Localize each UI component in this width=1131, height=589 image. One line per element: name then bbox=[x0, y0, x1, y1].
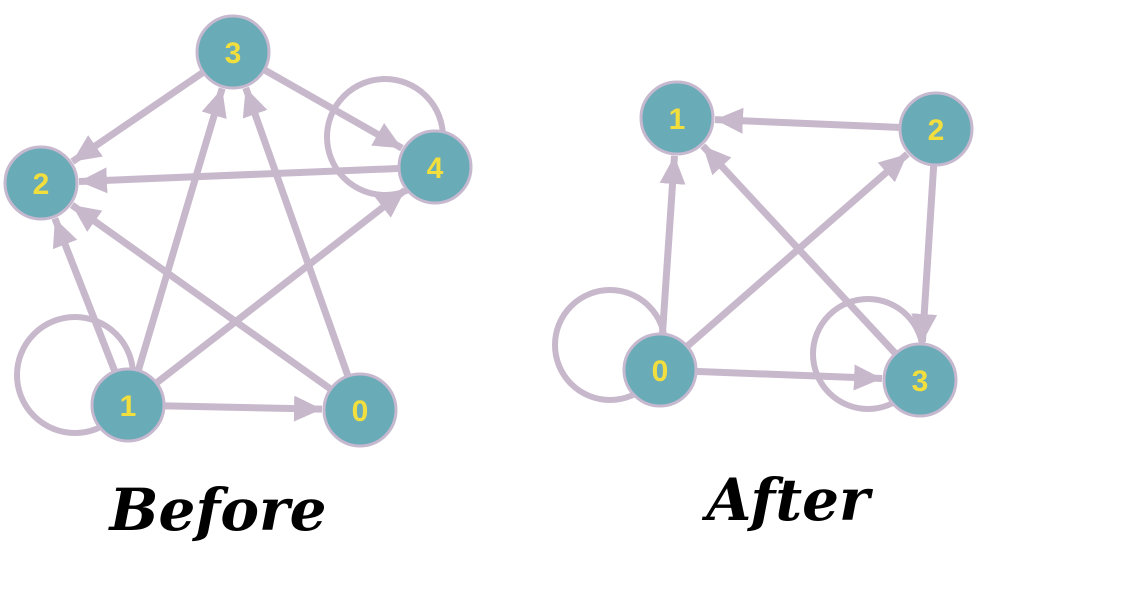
node-label: 1 bbox=[120, 390, 137, 423]
edge-before-0-to-2 bbox=[69, 202, 336, 395]
node-circle bbox=[622, 332, 698, 408]
node-label: 2 bbox=[928, 114, 945, 147]
edge-after-2-to-1 bbox=[714, 107, 905, 134]
node-before-4: 4 bbox=[397, 129, 473, 205]
node-circle bbox=[195, 14, 271, 90]
node-label: 3 bbox=[912, 365, 929, 398]
after-caption: After bbox=[701, 466, 874, 534]
edge-before-1-to-3 bbox=[133, 87, 227, 376]
edge-before-1-to-4 bbox=[151, 187, 408, 389]
edge-after-0-to-1 bbox=[658, 155, 686, 339]
node-label: 4 bbox=[427, 152, 444, 185]
node-after-0: 0 bbox=[622, 332, 698, 408]
node-before-3: 3 bbox=[195, 14, 271, 90]
node-circle bbox=[90, 367, 166, 443]
node-label: 1 bbox=[669, 103, 686, 136]
edge-before-4-to-2 bbox=[78, 164, 404, 194]
node-after-1: 1 bbox=[639, 80, 715, 156]
node-after-3: 3 bbox=[882, 342, 958, 418]
node-circle bbox=[3, 145, 79, 221]
edge-after-0-to-2 bbox=[681, 151, 910, 352]
edge-before-1-to-0 bbox=[159, 395, 323, 422]
node-before-2: 2 bbox=[3, 145, 79, 221]
before-graph: 3 2 4 1 0 Before bbox=[3, 14, 473, 544]
after-nodes: 1 2 0 3 bbox=[622, 80, 974, 418]
node-label: 0 bbox=[652, 355, 669, 388]
node-label: 2 bbox=[33, 168, 50, 201]
node-circle bbox=[397, 129, 473, 205]
node-circle bbox=[898, 91, 974, 167]
node-circle bbox=[322, 372, 398, 448]
edge-after-2-to-3 bbox=[911, 160, 938, 343]
node-before-1: 1 bbox=[90, 367, 166, 443]
after-graph: 1 2 0 3 After bbox=[552, 80, 974, 534]
edge-before-0-to-3 bbox=[242, 86, 353, 382]
node-after-2: 2 bbox=[898, 91, 974, 167]
edge-before-3-to-2 bbox=[70, 67, 209, 165]
before-caption: Before bbox=[107, 476, 326, 544]
edge-before-1-to-2 bbox=[51, 217, 120, 377]
node-label: 3 bbox=[225, 37, 242, 70]
edge-before-3-to-4 bbox=[259, 64, 404, 152]
after-edges bbox=[552, 107, 938, 412]
before-nodes: 3 2 4 1 0 bbox=[3, 14, 473, 448]
node-circle bbox=[639, 80, 715, 156]
node-before-0: 0 bbox=[322, 372, 398, 448]
node-circle bbox=[882, 342, 958, 418]
node-label: 0 bbox=[352, 395, 369, 428]
edge-after-0-to-3 bbox=[691, 364, 883, 391]
before-edges bbox=[14, 64, 446, 436]
